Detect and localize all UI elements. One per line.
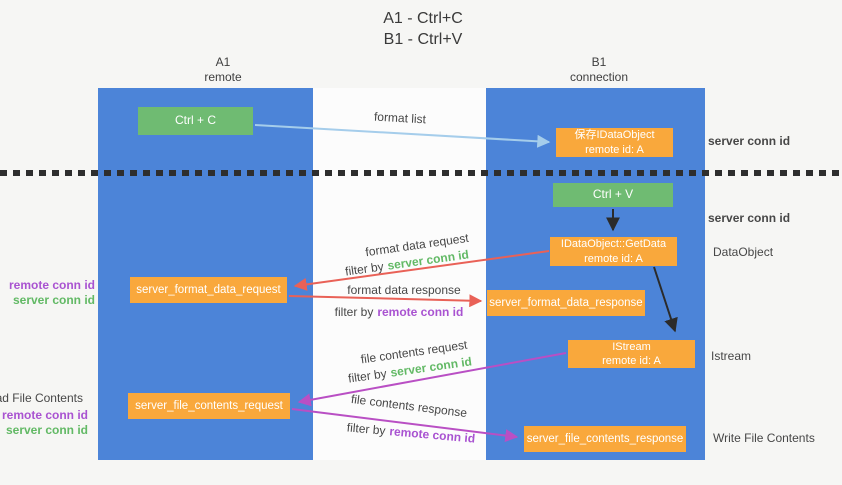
label-format-data-response-text: format data response [347,283,461,297]
node-server-file-contents-request: server_file_contents_request [128,393,290,419]
node-save-idataobject: 保存IDataObject remote id: A [556,128,673,157]
column-b1-name: B1 [591,55,607,69]
node-save-idataobject-line1: 保存IDataObject [574,129,655,142]
column-header-b1: B1 connection [570,55,628,85]
node-format-response-label: server_format_data_response [489,296,643,309]
side-dataobject: DataObject [713,245,774,259]
label-format-list: format list [374,110,427,127]
node-file-response-label: server_file_contents_response [526,432,684,445]
diagram-title: A1 - Ctrl+C B1 - Ctrl+V [383,8,463,50]
side-conn-ids-format: remote conn id server conn id [9,278,95,308]
node-server-format-data-response: server_format_data_response [487,290,645,316]
column-b1-subtitle: connection [569,70,629,84]
side-server-conn-id-mid: server conn id [708,211,791,225]
label-filter-by-remote-conn-id-1: filter by remote conn id [335,305,464,319]
title-line-2: B1 - Ctrl+V [383,31,463,48]
label-format-data-response: format data response [347,283,460,297]
side-read-file-contents: Read File Contents [0,391,83,405]
node-server-file-contents-response: server_file_contents_response [524,426,686,452]
node-ctrl-c: Ctrl + C [138,107,253,135]
side-server-conn-id-1: server conn id [12,293,95,307]
node-istream-line1: IStream [612,340,651,353]
column-header-a1: A1 remote [204,55,241,85]
node-save-idataobject-line2: remote id: A [585,143,644,156]
node-file-request-label: server_file_contents_request [135,399,283,412]
side-conn-ids-file: remote conn id server conn id [2,408,88,438]
side-remote-conn-id-2: remote conn id [1,408,88,422]
node-ctrl-c-label: Ctrl + C [174,113,216,128]
node-format-request-label: server_format_data_request [136,283,281,296]
column-a1-subtitle: remote [204,70,242,84]
side-server-conn-id-2: server conn id [5,423,88,437]
side-remote-conn-id-1: remote conn id [8,278,95,292]
node-getdata-line1: IDataObject::GetData [560,238,667,251]
node-server-format-data-request: server_format_data_request [130,277,287,303]
node-ctrl-v-label: Ctrl + V [592,187,634,202]
column-a1-name: A1 [215,55,231,69]
filter-by-text: filter by [334,305,374,319]
title-line-1: A1 - Ctrl+C [383,10,463,27]
node-istream: IStream remote id: A [568,340,695,368]
node-idataobject-getdata: IDataObject::GetData remote id: A [550,237,677,266]
node-getdata-line2: remote id: A [584,252,643,265]
side-write-file-contents: Write File Contents [713,431,815,445]
side-istream: Istream [711,349,752,363]
remote-conn-id-text: remote conn id [377,305,464,319]
node-istream-line2: remote id: A [602,355,661,367]
node-ctrl-v: Ctrl + V [553,183,673,207]
dotted-divider [0,170,842,176]
side-server-conn-id-top: server conn id [708,134,791,148]
label-format-list-text: format list [373,109,427,127]
